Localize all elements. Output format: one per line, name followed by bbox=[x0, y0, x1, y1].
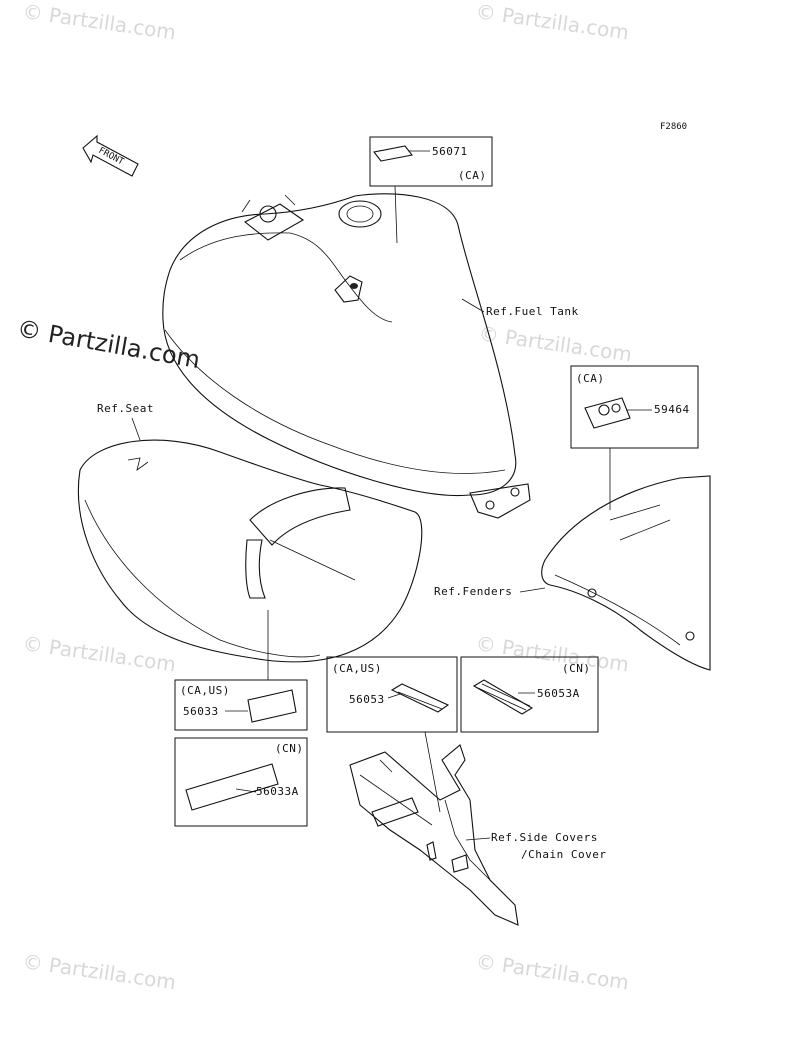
watermark: © Partzilla.com bbox=[21, 0, 177, 44]
watermark: © Partzilla.com bbox=[474, 0, 630, 44]
part-number-59464: 59464 bbox=[654, 403, 690, 416]
region-56053: (CA,US) bbox=[332, 662, 382, 675]
callout-56053: (CA,US) 56053 bbox=[326, 656, 458, 813]
decal-56071-icon bbox=[373, 145, 413, 162]
watermark: © Partzilla.com bbox=[21, 949, 177, 994]
decal-59464-icon bbox=[584, 397, 631, 429]
main-watermark: © Partzilla.com bbox=[15, 314, 202, 374]
callout-56071: 56071 (CA) bbox=[369, 136, 493, 244]
ref-side-covers: Ref.Side Covers bbox=[491, 831, 598, 844]
region-56071: (CA) bbox=[458, 169, 487, 182]
ref-seat: Ref.Seat bbox=[97, 402, 154, 415]
fender-drawing bbox=[541, 475, 711, 671]
decal-56033-icon bbox=[247, 689, 297, 723]
seat-drawing bbox=[77, 439, 423, 663]
watermark: © Partzilla.com bbox=[474, 631, 630, 676]
region-56033: (CA,US) bbox=[180, 684, 230, 697]
part-number-56053: 56053 bbox=[349, 693, 385, 706]
callout-56053A: (CN) 56053A bbox=[460, 656, 599, 733]
watermark: © Partzilla.com bbox=[477, 321, 633, 366]
callout-56033A: (CN) 56033A bbox=[174, 737, 308, 827]
decal-56053-icon bbox=[390, 683, 450, 713]
callout-59464: (CA) 59464 bbox=[570, 365, 699, 510]
side-cover-drawing bbox=[349, 744, 519, 926]
watermark: © Partzilla.com bbox=[474, 949, 630, 994]
region-56033A: (CN) bbox=[275, 742, 304, 755]
ref-chain-cover: /Chain Cover bbox=[521, 848, 606, 861]
watermark: © Partzilla.com bbox=[21, 631, 177, 676]
region-56053A: (CN) bbox=[562, 662, 591, 675]
decal-56053A-icon bbox=[472, 679, 534, 715]
decal-56033A-icon bbox=[185, 763, 279, 811]
figure-code: F2860 bbox=[660, 122, 687, 132]
part-number-56071: 56071 bbox=[432, 145, 468, 158]
ref-fenders: Ref.Fenders bbox=[434, 585, 512, 598]
part-number-56033A: 56033A bbox=[256, 785, 299, 798]
front-arrow-icon: FRONT bbox=[82, 134, 139, 177]
part-number-56033: 56033 bbox=[183, 705, 219, 718]
callout-56033: (CA,US) 56033 bbox=[174, 610, 308, 731]
region-59464: (CA) bbox=[576, 372, 605, 385]
ref-fuel-tank: Ref.Fuel Tank bbox=[486, 305, 579, 318]
part-number-56053A: 56053A bbox=[537, 687, 580, 700]
fuel-tank-drawing bbox=[162, 193, 531, 519]
